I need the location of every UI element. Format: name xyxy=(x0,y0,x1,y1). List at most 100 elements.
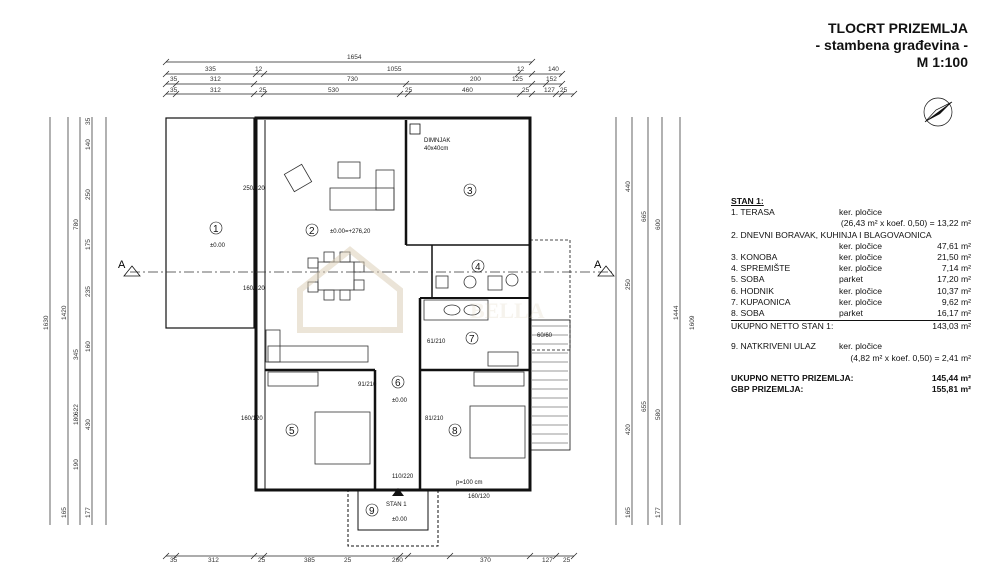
dim-left: 622 xyxy=(73,404,80,415)
title-line-1: TLOCRT PRIZEMLJA xyxy=(828,20,968,36)
dim-left: 177 xyxy=(85,507,92,518)
dimension-tick xyxy=(162,552,170,560)
dimension-tick xyxy=(250,90,258,98)
legend-row: 1. TERASA ker. pločice xyxy=(731,207,882,218)
dim-top: 140 xyxy=(548,66,559,73)
dim-right: 1444 xyxy=(673,305,680,320)
dim-top: 200 xyxy=(470,76,481,83)
room-number-8: 8 xyxy=(452,426,458,437)
dimension-tick xyxy=(402,80,410,88)
legend-row: 7. KUPAONICA ker. pločice 9,62 m² xyxy=(731,296,971,307)
dim-left: 165 xyxy=(61,507,68,518)
dimension-tick xyxy=(172,552,180,560)
legend-header: STAN 1: xyxy=(731,196,764,206)
dim-bottom: 35 xyxy=(170,557,178,564)
dim-right: 177 xyxy=(655,507,662,518)
dim-left: 345 xyxy=(73,349,80,360)
level-mark: ±0.00 xyxy=(392,517,408,523)
dim-top: 12 xyxy=(517,66,525,73)
dimension-tick xyxy=(404,90,412,98)
dim-top: 25 xyxy=(560,87,568,94)
dimension-tick xyxy=(570,90,578,98)
dim-top: 35 xyxy=(170,76,178,83)
dim-right: 580 xyxy=(655,409,662,420)
window-label: 91/210 xyxy=(358,382,377,388)
title-scale: M 1:100 xyxy=(916,54,968,70)
dim-left: 250 xyxy=(85,189,92,200)
room-number-9: 9 xyxy=(369,506,375,517)
dimension-tick xyxy=(528,70,536,78)
dimension-tick xyxy=(552,552,560,560)
dim-left: 160 xyxy=(85,341,92,352)
dim-top: 1055 xyxy=(387,66,402,73)
dim-top: 312 xyxy=(210,87,221,94)
dim-right: 250 xyxy=(625,279,632,290)
dimension-tick xyxy=(172,80,180,88)
door-label: p=100 cm xyxy=(456,480,483,486)
legend-row: 6. HODNIK ker. pločice 10,37 m² xyxy=(731,285,971,296)
dimension-tick xyxy=(260,90,268,98)
dimension-tick xyxy=(260,70,268,78)
dim-top: 335 xyxy=(205,66,216,73)
window-label: 61/210 xyxy=(427,339,446,345)
dim-top: 312 xyxy=(210,76,221,83)
dim-left: 1630 xyxy=(43,315,50,330)
drawing-title: TLOCRT PRIZEMLJA - stambena građevina - … xyxy=(816,20,969,71)
dimension-tick xyxy=(162,70,170,78)
dim-left: 430 xyxy=(85,419,92,430)
level-mark: ±0.00 xyxy=(210,243,226,249)
dim-left: 35 xyxy=(85,117,92,125)
dimension-tick xyxy=(528,58,536,66)
chimney-label: DIMNJAK xyxy=(424,138,450,144)
level-mark: ±0.00 xyxy=(392,398,408,404)
dim-bottom: 312 xyxy=(208,557,219,564)
room-number-4: 4 xyxy=(475,262,481,273)
window-label: 160/120 xyxy=(241,416,263,422)
dim-total-top: 1654 xyxy=(347,54,362,61)
level-mark: ±0.00=+276,20 xyxy=(330,229,371,235)
window-label: 81/210 xyxy=(425,416,444,422)
room-number-5: 5 xyxy=(289,426,295,437)
dimension-tick xyxy=(526,552,534,560)
dimension-tick xyxy=(172,90,180,98)
legend-ulaz-note: (4,82 m² x koef. 0,50) = 2,41 m² xyxy=(850,352,971,363)
dimension-tick xyxy=(396,552,404,560)
legend-row-ulaz: 9. NATKRIVENI ULAZ ker. pločice xyxy=(731,341,882,352)
dim-bottom: 127 xyxy=(542,557,553,564)
room-number-3: 3 xyxy=(467,186,473,197)
watermark-text: BELLA xyxy=(470,298,545,323)
window-label: 250/220 xyxy=(243,186,265,192)
dimension-tick xyxy=(250,80,258,88)
chimney-size: 40x40cm xyxy=(424,146,448,152)
legend-terasa-note: (26,43 m² x koef. 0,50) = 13,22 m² xyxy=(840,218,971,229)
room-number-1: 1 xyxy=(213,224,219,235)
room-legend: STAN 1: 1. TERASA ker. pločice (26,43 m²… xyxy=(731,196,971,395)
dimension-tick xyxy=(404,552,412,560)
window-label: 160/120 xyxy=(243,286,265,292)
room-number-2: 2 xyxy=(309,226,315,237)
section-mark-left: A xyxy=(118,259,126,271)
legend-row: ker. pločice 47,61 m² xyxy=(839,240,971,251)
dim-bottom: 370 xyxy=(480,557,491,564)
dim-right: 655 xyxy=(641,401,648,412)
dim-top: 125 xyxy=(512,76,523,83)
dimension-tick xyxy=(446,552,454,560)
dim-right: 600 xyxy=(655,219,662,230)
dim-bottom: 25 xyxy=(563,557,571,564)
dim-right: 165 xyxy=(625,507,632,518)
dimension-tick xyxy=(250,552,258,560)
dim-bottom: 25 xyxy=(344,557,352,564)
dimension-tick xyxy=(542,80,550,88)
legend-row: 4. SPREMIŠTE ker. pločice 7,14 m² xyxy=(731,263,971,274)
dimension-tick xyxy=(558,80,566,88)
window-label: 110/220 xyxy=(392,474,414,480)
legend-row: 3. KONOBA ker. pločice 21,50 m² xyxy=(731,252,971,263)
legend-total-stan: UKUPNO NETTO STAN 1: 143,03 m² xyxy=(731,320,971,332)
watermark: BELLA xyxy=(297,246,545,333)
dim-right: 665 xyxy=(641,211,648,222)
dimension-tick xyxy=(570,552,578,560)
entrance-label: STAN 1 xyxy=(386,502,407,508)
dim-top: 730 xyxy=(347,76,358,83)
dimension-tick xyxy=(528,80,536,88)
